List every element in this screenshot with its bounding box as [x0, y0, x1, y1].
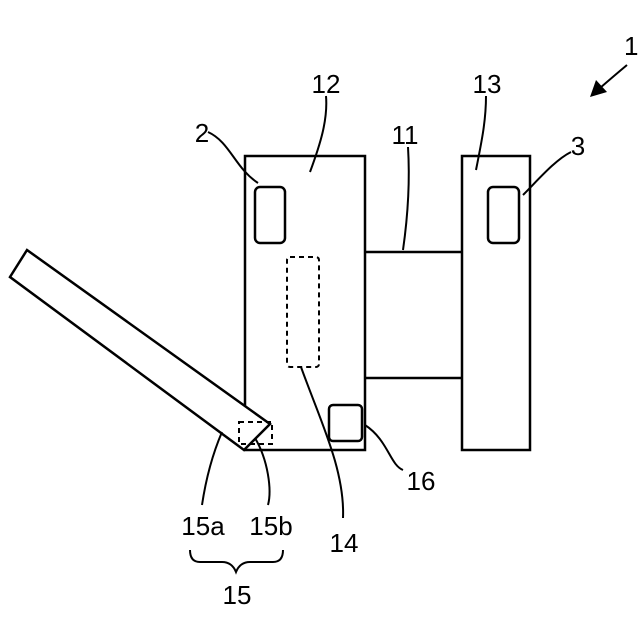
sensor-right-3: [488, 187, 519, 243]
label-arm-15a: 15a: [181, 511, 225, 541]
leader-arm-15a: [202, 432, 222, 505]
label-hinge-15b: 15b: [249, 511, 292, 541]
label-sensor-right-3: 3: [571, 131, 585, 161]
label-arm-assembly-15: 15: [223, 580, 252, 610]
label-sensor-left-2: 2: [195, 118, 209, 148]
leader-component-16: [365, 425, 403, 470]
label-device-1: 1: [624, 31, 638, 61]
sensor-left-2: [255, 187, 285, 243]
label-body-left-12: 12: [312, 69, 341, 99]
label-component-16: 16: [407, 466, 436, 496]
label-connector-11: 11: [392, 120, 419, 150]
brace-15: [190, 550, 283, 572]
leader-device-1: [600, 65, 627, 88]
label-inner-module-14: 14: [330, 528, 359, 558]
label-body-right-13: 13: [473, 69, 502, 99]
arm-15a: [10, 250, 270, 450]
arrow-device-1: [590, 80, 607, 97]
connector-11: [355, 252, 470, 378]
leader-connector-11: [403, 147, 409, 250]
component-16: [329, 405, 362, 441]
